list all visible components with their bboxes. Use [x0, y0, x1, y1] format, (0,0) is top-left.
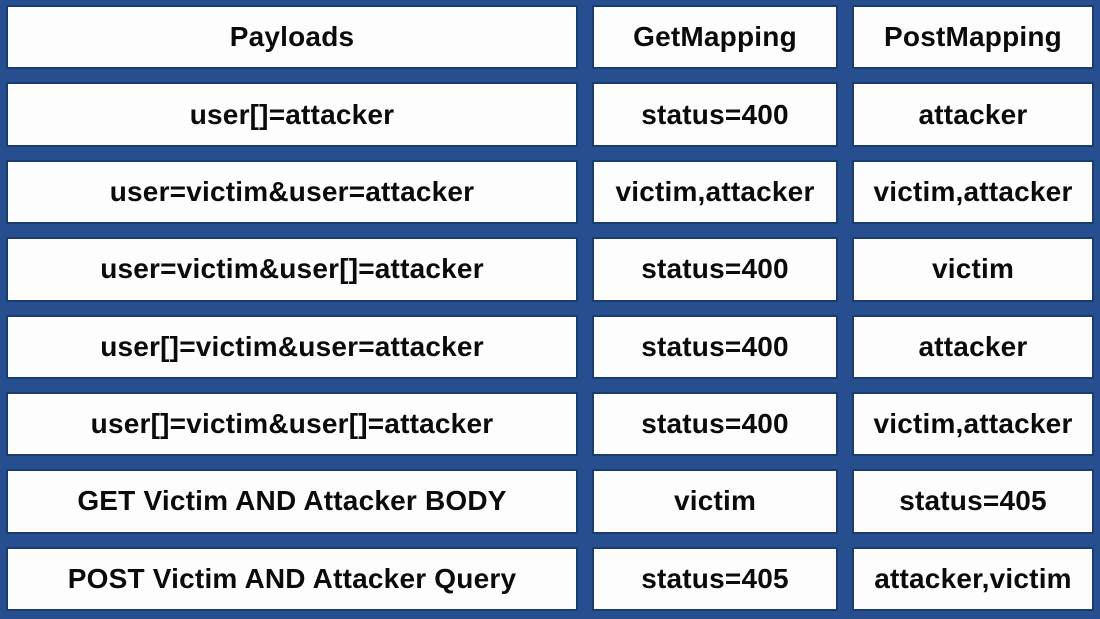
payload-cell: GET Victim AND Attacker BODY: [6, 469, 578, 534]
column-header: PostMapping: [852, 5, 1094, 70]
postmapping-cell: attacker,victim: [852, 546, 1094, 611]
column-header: GetMapping: [592, 5, 838, 70]
postmapping-cell: victim,attacker: [852, 391, 1094, 457]
getmapping-cell: status=400: [592, 237, 838, 302]
postmapping-cell: victim,attacker: [852, 159, 1094, 225]
payload-cell: user[]=attacker: [6, 82, 578, 147]
payload-cell: POST Victim AND Attacker Query: [6, 546, 578, 611]
getmapping-cell: victim: [592, 469, 838, 534]
payload-cell: user[]=victim&user=attacker: [6, 314, 578, 379]
postmapping-cell: victim: [852, 237, 1094, 302]
getmapping-cell: status=400: [592, 391, 838, 457]
payload-cell: user[]=victim&user[]=attacker: [6, 391, 578, 457]
postmapping-cell: attacker: [852, 314, 1094, 379]
postmapping-cell: status=405: [852, 469, 1094, 534]
getmapping-cell: status=400: [592, 314, 838, 379]
getmapping-cell: status=400: [592, 82, 838, 147]
getmapping-cell: victim,attacker: [592, 159, 838, 225]
getmapping-cell: status=405: [592, 546, 838, 611]
postmapping-cell: attacker: [852, 82, 1094, 147]
column-header: Payloads: [6, 5, 578, 70]
payload-cell: user=victim&user=attacker: [6, 159, 578, 225]
payload-cell: user=victim&user[]=attacker: [6, 237, 578, 302]
